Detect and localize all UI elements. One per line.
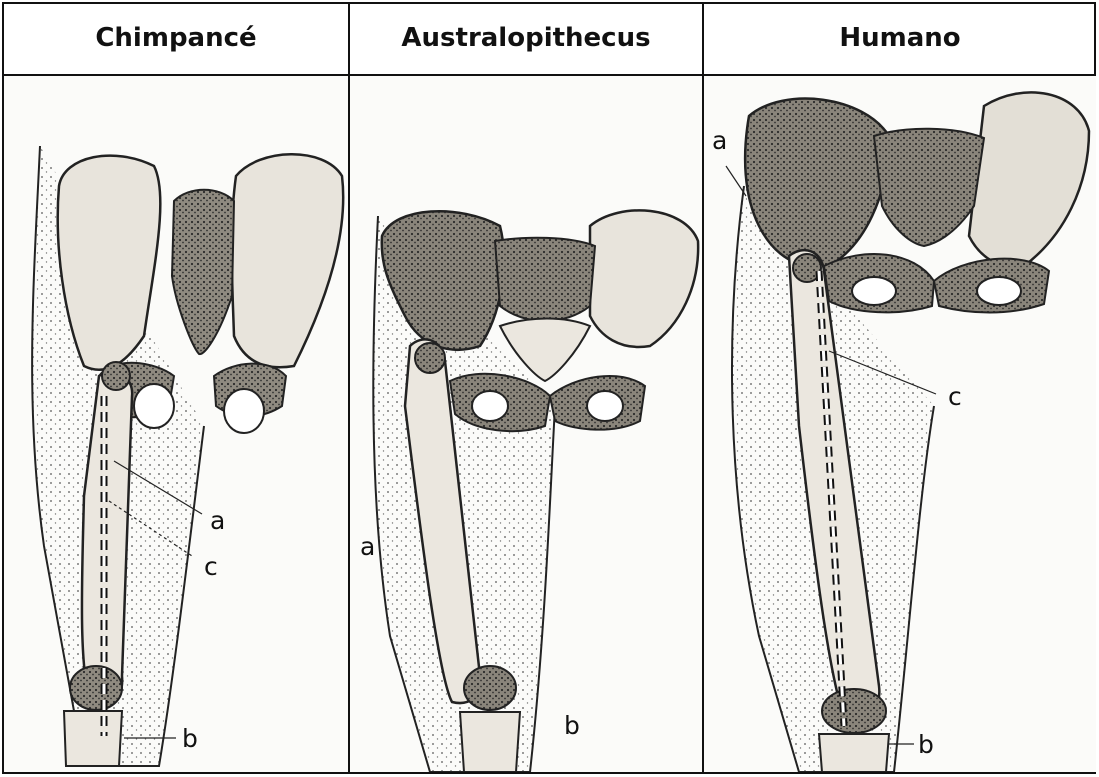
label-b: b [564, 713, 580, 738]
header-chimpanzee: Chimpancé [4, 8, 348, 68]
femoral-head [415, 343, 445, 373]
tibia [460, 712, 520, 772]
obturator-foramen-left [852, 277, 896, 305]
panel-chimpanzee: a c b [4, 76, 348, 772]
panel-australopithecus: a b [350, 76, 702, 772]
tibia [64, 711, 122, 766]
tibia [819, 734, 889, 772]
right-ilium [590, 210, 698, 347]
header-australopithecus: Australopithecus [350, 8, 702, 68]
panel-human: a c b [704, 76, 1096, 772]
label-a: a [360, 534, 375, 559]
obturator-foramen-right [587, 391, 623, 421]
obturator-foramen-right [224, 389, 264, 433]
leader-a [726, 166, 746, 196]
right-ilium [969, 92, 1089, 267]
obturator-foramen-left [134, 384, 174, 428]
sacrum [172, 190, 234, 354]
label-b: b [182, 726, 198, 751]
right-ilium [232, 154, 344, 367]
chimpanzee-skeleton-illustration [4, 76, 348, 772]
label-a: a [712, 128, 727, 153]
knee-joint [70, 666, 122, 710]
label-b: b [918, 732, 934, 757]
human-skeleton-illustration [704, 76, 1096, 772]
header-human: Humano [704, 8, 1096, 68]
australopithecus-skeleton-illustration [350, 76, 702, 772]
label-c: c [204, 554, 218, 579]
label-a: a [210, 508, 225, 533]
label-c: c [948, 384, 962, 409]
knee-joint [822, 689, 886, 733]
knee-joint [464, 666, 516, 710]
sacrum [495, 238, 595, 321]
sacrum [874, 129, 984, 246]
femoral-head [102, 362, 130, 390]
obturator-foramen-left [472, 391, 508, 421]
obturator-foramen-right [977, 277, 1021, 305]
